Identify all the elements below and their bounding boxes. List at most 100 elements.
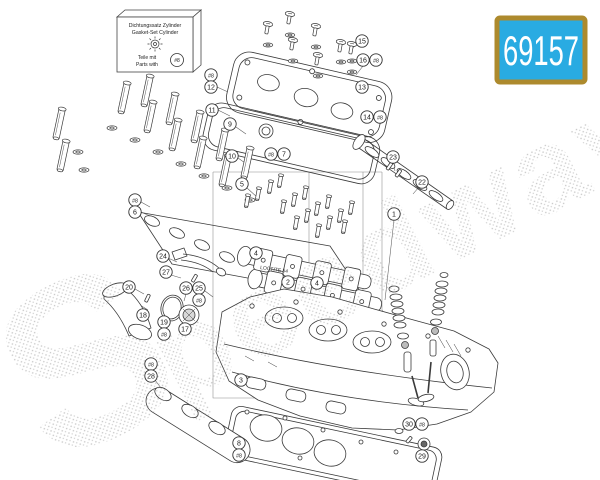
washer-icon [78,167,90,173]
callout-29: 29 [415,449,429,463]
small-bolt-icon [280,199,288,215]
head-bolt-icon [190,109,205,144]
callout-25: 25 [192,281,206,295]
parts-layer: LOCTITE 54 [102,43,499,480]
callout-4: 4 [249,246,263,260]
callout-4: 4 [310,276,324,290]
head-bolt-icon [117,80,132,115]
small-bolt-icon [302,185,310,201]
small-bolt-icon [255,186,263,202]
info-box-ref-circle [170,53,184,67]
small-bolt-icon [277,173,285,189]
screw-icon [310,23,322,37]
callout-12: 12 [204,80,218,94]
info-box-title-de: Dichtungssatz Zylinder [129,23,182,29]
hardware-layer [52,11,358,239]
callout-1: 1 [387,207,401,221]
svg-text:27: 27 [162,269,170,276]
callout-9: 9 [223,117,237,131]
svg-text:24: 24 [159,253,167,260]
gasket-icon [147,36,163,52]
small-bolt-icon [304,208,312,224]
svg-text:#8: #8 [373,58,379,64]
head-bolt-icon [140,73,155,108]
callout-hash8: #8 [204,68,218,82]
head-bolt-icon [168,117,183,152]
head-gasket-part [224,406,443,480]
callout-8: 8 [232,436,246,450]
camshaft-part [352,134,455,210]
callout-16: 16 [356,53,370,67]
callout-hash8: #8 [369,53,383,67]
screw-icon [312,52,324,66]
washer-icon [152,149,164,155]
svg-text:8: 8 [237,440,241,447]
small-bolt-icon [348,200,356,216]
callout-hash8: #8 [128,193,142,207]
callout-hash8: #8 [232,448,246,462]
screw-icon [284,11,296,25]
callout-hash8: #8 [415,417,429,431]
screw-icon [335,39,347,53]
svg-text:5: 5 [240,181,244,188]
washer-icon [262,42,274,48]
svg-text:#8: #8 [268,152,274,158]
callout-13: 13 [355,80,369,94]
part-number-badge: 69157 [494,15,588,85]
exhaust-gasket-part [145,386,251,464]
washer-icon [129,137,141,143]
small-bolt-icon [293,215,301,231]
callout-3: 3 [234,373,248,387]
callout-hash8: #8 [157,327,171,341]
callout-14: 14 [360,110,374,124]
svg-text:7: 7 [282,151,286,158]
info-box-ref-label: #8 [174,58,180,64]
head-bolt-icon [193,135,208,170]
screw-icon [346,41,358,55]
svg-text:6: 6 [133,209,137,216]
svg-text:#8: #8 [132,198,138,204]
svg-text:25: 25 [195,285,203,292]
callout-hash8: #8 [373,110,387,124]
loctite-label: LOCTITE 54 [260,265,289,275]
washer-icon [287,58,299,64]
callout-18: 18 [136,308,150,322]
svg-text:30: 30 [405,421,413,428]
callout-19: 19 [157,315,171,329]
washer-icon [335,59,347,65]
svg-text:12: 12 [207,84,215,91]
valve-cover-gasket-part [202,102,381,185]
callout-7: 7 [277,147,291,161]
small-bolt-icon [325,194,333,210]
svg-text:23: 23 [389,154,397,161]
head-bolt-icon [240,145,255,180]
head-bolt-icon [52,106,67,141]
svg-text:#8: #8 [377,115,383,121]
callout-26: 26 [179,281,193,295]
washer-icon [284,32,296,38]
svg-text:16: 16 [359,57,367,64]
washer-icon [346,58,358,64]
callout-22: 22 [415,175,429,189]
svg-text:3: 3 [239,377,243,384]
washer-icon [312,73,324,79]
svg-text:2: 2 [286,279,290,286]
svg-text:4: 4 [315,280,319,287]
svg-text:#8: #8 [148,362,154,368]
valve-cotter-parts [394,428,431,451]
svg-text:20: 20 [125,284,133,291]
callout-hash8: #8 [144,357,158,371]
svg-text:9: 9 [228,121,232,128]
callout-6: 6 [128,205,142,219]
callout-hash8: #8 [264,147,278,161]
callout-5: 5 [235,177,249,191]
valve-assembly-right-part [417,272,449,403]
small-bolt-icon [337,208,345,224]
svg-text:14: 14 [363,114,371,121]
washer-icon [346,69,358,75]
seal-ring-part [258,123,274,139]
callout-11: 11 [205,103,219,117]
callout-24: 24 [156,249,170,263]
